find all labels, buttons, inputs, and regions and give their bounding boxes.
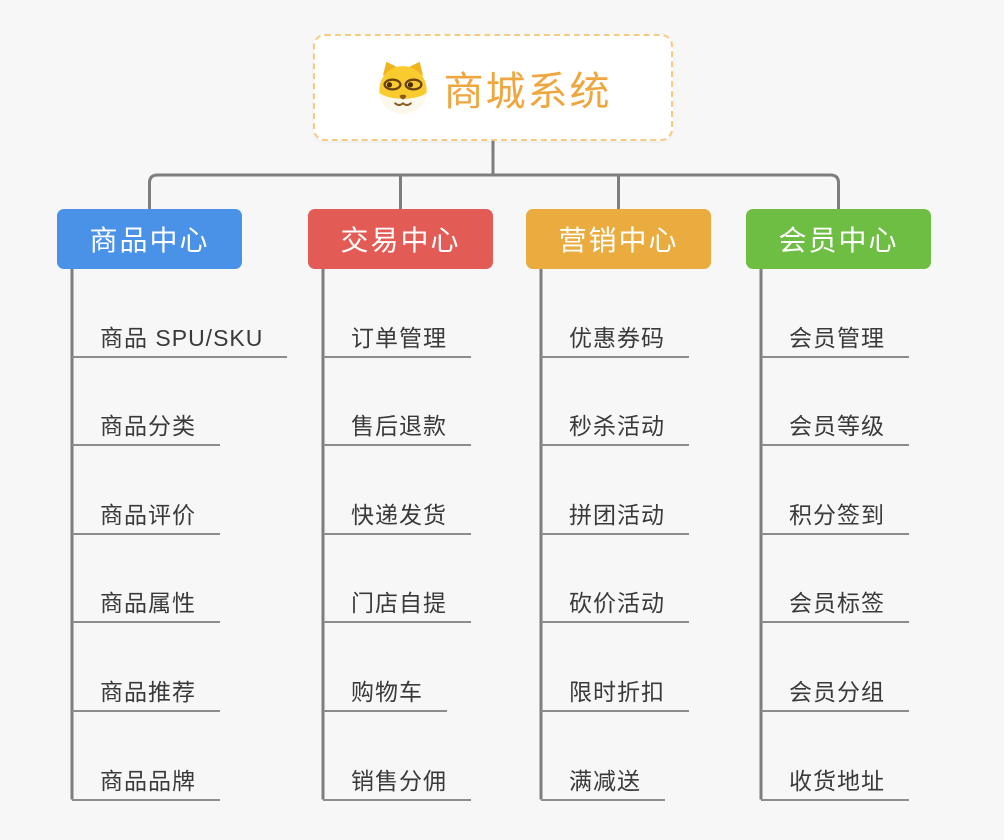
child-topic-node[interactable]: 商品推荐 — [72, 676, 220, 712]
child-topic-node[interactable]: 商品属性 — [72, 587, 220, 624]
child-topic-node[interactable]: 会员等级 — [761, 410, 909, 447]
child-topic-node[interactable]: 满减送 — [541, 765, 665, 801]
branch-node[interactable]: 会员中心 — [746, 209, 931, 269]
child-topic-node[interactable]: 会员分组 — [761, 676, 909, 712]
child-topic-node[interactable]: 限时折扣 — [541, 676, 689, 712]
child-topic-node[interactable]: 商品品牌 — [72, 765, 220, 801]
child-topic-node[interactable]: 售后退款 — [323, 410, 471, 447]
child-topic-node[interactable]: 商品分类 — [72, 410, 220, 447]
child-topic-node[interactable]: 商品评价 — [72, 499, 220, 535]
branch-label: 交易中心 — [340, 225, 461, 256]
child-topic-node[interactable]: 拼团活动 — [541, 499, 689, 535]
branch-label: 会员中心 — [778, 225, 899, 256]
branch-label: 营销中心 — [558, 225, 679, 256]
root-topic-node[interactable]: 商城系统 — [313, 34, 673, 141]
child-topic-node[interactable]: 会员管理 — [761, 322, 909, 358]
branch-node[interactable]: 交易中心 — [308, 209, 493, 269]
child-topic-node[interactable]: 优惠券码 — [541, 322, 689, 358]
child-topic-node[interactable]: 商品 SPU/SKU — [72, 322, 288, 358]
branch-label: 商品中心 — [89, 225, 210, 256]
child-topic-node[interactable]: 会员标签 — [761, 587, 909, 624]
branch-node[interactable]: 营销中心 — [526, 209, 711, 269]
child-topic-node[interactable]: 销售分佣 — [323, 765, 471, 801]
child-topic-node[interactable]: 快递发货 — [323, 499, 471, 535]
child-topic-node[interactable]: 积分签到 — [761, 499, 909, 535]
child-topic-node[interactable]: 门店自提 — [323, 587, 471, 624]
dog-face-icon — [375, 60, 431, 116]
child-topic-node[interactable]: 收货地址 — [761, 765, 909, 801]
child-topic-node[interactable]: 秒杀活动 — [541, 410, 689, 447]
child-topic-node[interactable]: 订单管理 — [323, 322, 471, 358]
child-topic-node[interactable]: 砍价活动 — [541, 587, 689, 624]
child-topic-node[interactable]: 购物车 — [323, 676, 447, 712]
root-topic-label: 商城系统 — [443, 69, 612, 114]
branch-node[interactable]: 商品中心 — [57, 209, 242, 269]
